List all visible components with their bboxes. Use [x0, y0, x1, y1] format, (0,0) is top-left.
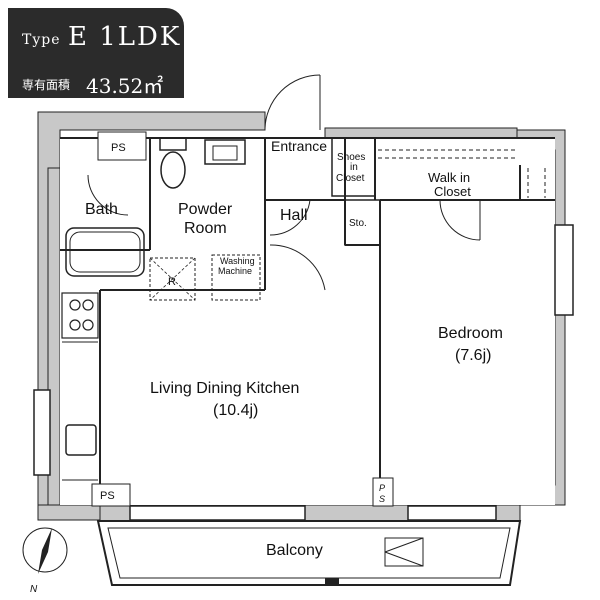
bath-label: Bath [85, 201, 118, 218]
storage-label: Sto. [349, 218, 367, 229]
washing-machine-area [211, 254, 261, 301]
windows [33, 224, 574, 521]
ps-vertical-label-2: S [379, 494, 385, 504]
balcony-label: Balcony [266, 542, 323, 559]
ps-top-label: PS [111, 142, 126, 154]
ps-box-vertical [372, 477, 394, 507]
walkin-closet-label-1: Walk in [428, 170, 470, 185]
sink-icon [65, 424, 97, 456]
storage-box [344, 199, 381, 246]
bedroom-label-1: Bedroom [438, 325, 503, 342]
closet-shelves [378, 149, 546, 198]
area-label: 専有面積 [22, 78, 71, 92]
drain-mark: R [168, 276, 176, 288]
balcony-rail [107, 527, 511, 579]
powder-room-label-2: Room [184, 220, 227, 237]
powder-room-label-1: Powder [178, 201, 233, 218]
compass-label: N [30, 584, 38, 595]
balcony-area [96, 520, 522, 586]
partitions [60, 137, 555, 505]
north-arrow-icon: N [22, 527, 68, 595]
area-value: 43.52㎡ [86, 74, 164, 98]
plan-type-header: Type E 1LDK 専有面積 43.52㎡ [8, 8, 184, 98]
shoes-closet-label-2: in [350, 162, 358, 173]
washing-machine-label-1: Washing [220, 256, 255, 266]
stove-icon [61, 292, 99, 339]
ldk-label-2: (10.4j) [213, 402, 258, 419]
entrance-label: Entrance [271, 138, 327, 154]
toilet-icon [159, 137, 187, 189]
ps-box-bottom [91, 483, 131, 507]
ps-bottom-label: PS [100, 490, 115, 502]
drain-outlet [325, 578, 339, 586]
bathtub [65, 227, 145, 277]
shoes-closet-label-3: Closet [336, 173, 365, 184]
walkin-closet-label-2: Closet [434, 184, 471, 199]
washbasin-bowl [212, 145, 238, 161]
washing-machine-label-2: Machine [218, 266, 252, 276]
shoes-closet-label-1: Shoes [337, 152, 365, 163]
type-code: E 1LDK [68, 22, 182, 52]
ldk-label-1: Living Dining Kitchen [150, 380, 299, 397]
bathtub-inner [69, 231, 141, 273]
type-label: Type [22, 32, 61, 48]
doors [87, 74, 481, 291]
drain-area [149, 257, 196, 301]
shoes-closet-box [331, 137, 376, 197]
ps-vertical-label-1: P [379, 483, 385, 493]
ps-box-top [97, 131, 147, 161]
hall-label: Hall [280, 207, 308, 224]
bedroom-label-2: (7.6j) [455, 347, 491, 364]
washbasin-icon [204, 139, 246, 165]
